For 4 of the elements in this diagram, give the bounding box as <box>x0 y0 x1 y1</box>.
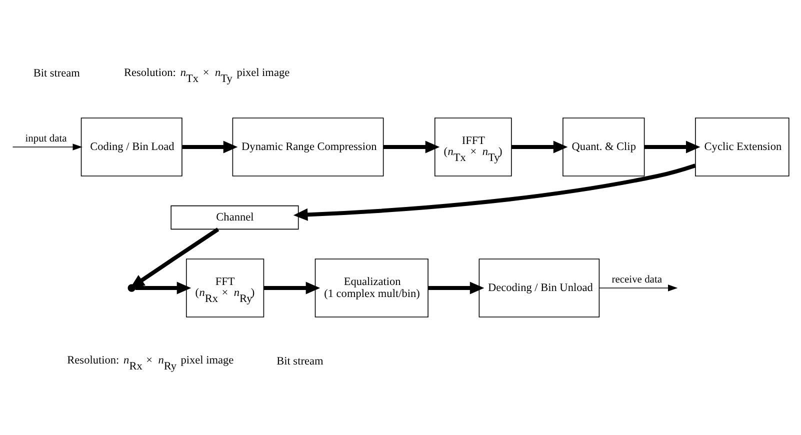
label: Bit stream <box>276 355 324 368</box>
edge-label: receive data <box>612 274 662 286</box>
edge-label: input data <box>25 134 67 145</box>
label: Bit stream <box>33 68 80 80</box>
